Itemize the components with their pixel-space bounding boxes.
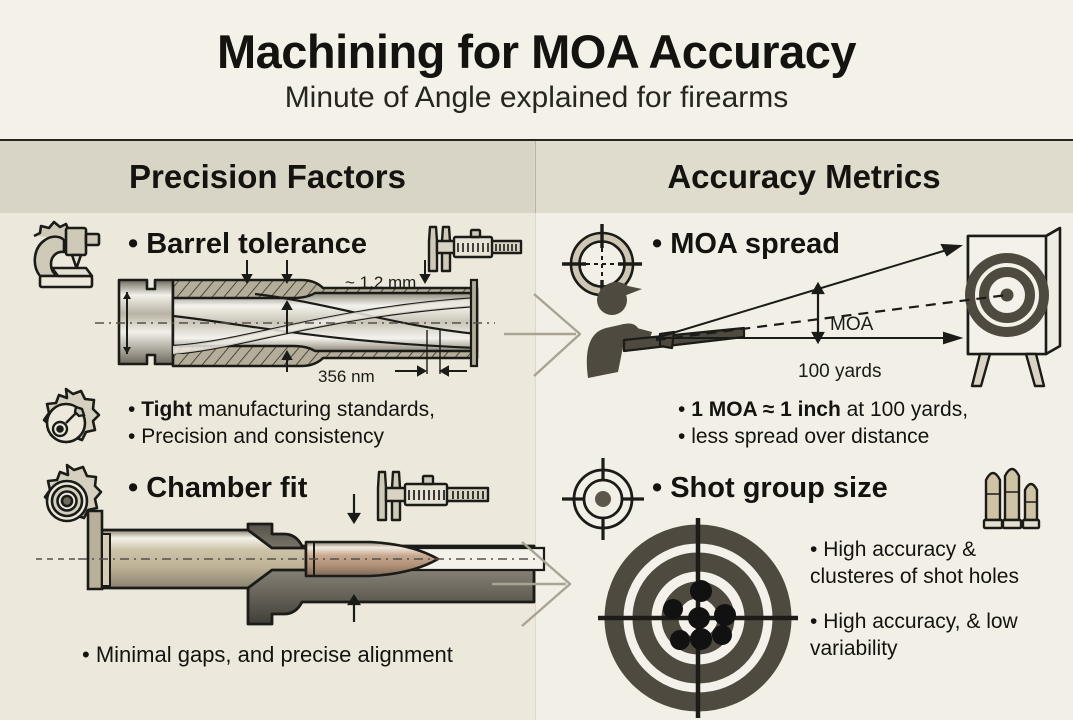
bullseye-shot-group-diagram — [592, 518, 804, 718]
heading-text: Chamber fit — [146, 472, 308, 504]
microscope-icon — [26, 218, 104, 294]
bullet-text: Precision and consistency — [141, 425, 384, 448]
caliper-icon — [424, 225, 526, 277]
label-distance: 100 yards — [798, 361, 882, 382]
list-item: • Tight manufacturing standards, — [128, 398, 435, 421]
connector-arrow-top — [490, 292, 585, 380]
bullet-dot-icon: • — [652, 472, 663, 504]
heading-text: MOA spread — [670, 228, 840, 260]
bullet-text: less spread over distance — [691, 425, 930, 448]
caliper-icon — [373, 470, 491, 526]
bullet-list-shot-group: • High accuracy & clusteres of shot hole… — [810, 536, 1040, 662]
list-item: • Precision and consistency — [128, 425, 384, 448]
page-header: Machining for MOA Accuracy Minute of Ang… — [0, 0, 1073, 140]
shooter-target-diagram — [560, 226, 1070, 388]
column-label-right: Accuracy Metrics — [667, 158, 941, 195]
heading-barrel-tolerance: • Barrel tolerance — [128, 228, 367, 261]
column-label-left: Precision Factors — [129, 158, 406, 195]
list-item: • 1 MOA ≈ 1 inch at 100 yards, — [678, 398, 969, 421]
connector-arrow-bottom — [478, 540, 578, 630]
band-divider — [535, 141, 536, 213]
bullet-dot-icon: • — [652, 228, 663, 260]
bullet-bold: Tight — [141, 398, 193, 421]
bullet-text: Minimal gaps, and precise alignment — [95, 642, 453, 667]
chambered-cartridge-diagram — [36, 494, 546, 630]
list-item: • less spread over distance — [678, 425, 930, 448]
header-divider — [0, 139, 1073, 141]
column-header-precision-factors: Precision Factors — [0, 141, 535, 213]
bullet-text: High accuracy, & low variability — [810, 610, 1018, 660]
bullet-list-moa: • 1 MOA ≈ 1 inch at 100 yards, • less sp… — [678, 396, 1058, 450]
list-item: • High accuracy & clusteres of shot hole… — [810, 538, 1019, 588]
list-item: • Minimal gaps, and precise alignment — [82, 642, 453, 667]
column-header-accuracy-metrics: Accuracy Metrics — [535, 141, 1073, 213]
bullet-text: High accuracy & clusteres of shot holes — [810, 538, 1019, 588]
heading-moa-spread: • MOA spread — [652, 228, 840, 261]
heading-text: Barrel tolerance — [146, 228, 368, 260]
list-item: • High accuracy, & low variability — [810, 610, 1018, 660]
cartridges-icon — [980, 464, 1044, 536]
gear-wrench-icon — [26, 385, 106, 461]
bullet-bold: 1 MOA ≈ 1 inch — [691, 398, 841, 421]
bullet-list-chamber: • Minimal gaps, and precise alignment — [82, 640, 482, 670]
heading-shot-group-size: • Shot group size — [652, 472, 888, 505]
column-divider — [535, 213, 536, 720]
bullet-list-barrel: • Tight manufacturing standards, • Preci… — [128, 396, 528, 450]
heading-text: Shot group size — [670, 472, 888, 504]
label-moa-angle: MOA — [830, 314, 874, 335]
gear-bearing-icon — [26, 462, 108, 540]
heading-chamber-fit: • Chamber fit — [128, 472, 307, 505]
crosshair-target-icon — [562, 458, 644, 540]
bullet-text: manufacturing standards, — [192, 398, 435, 421]
label-barrel-groove-depth: 356 nm — [318, 367, 375, 386]
barrel-cross-section-diagram — [95, 260, 495, 378]
bullet-dot-icon: • — [128, 228, 139, 260]
label-barrel-wall-thickness: ~ 1.2 mm — [345, 273, 417, 292]
bullet-text: at 100 yards, — [840, 398, 969, 421]
bullet-dot-icon: • — [128, 472, 139, 504]
page-subtitle: Minute of Angle explained for firearms — [284, 80, 789, 114]
page-title: Machining for MOA Accuracy — [216, 24, 857, 78]
